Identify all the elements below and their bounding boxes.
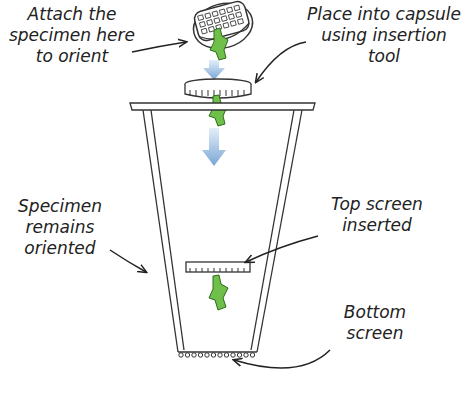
grid-cell <box>198 15 204 21</box>
screen-tick <box>208 90 209 96</box>
capsule <box>130 103 315 352</box>
grid-cell <box>219 9 225 15</box>
screen-tick <box>232 268 233 272</box>
callout-label: Place into capsule using insertion tool <box>306 4 462 67</box>
grid-cell <box>201 28 207 34</box>
grid-cell <box>236 12 242 18</box>
flow-arrow <box>202 128 226 166</box>
screen-hole <box>198 353 202 357</box>
screen-tick <box>238 268 239 272</box>
leader-lines <box>110 42 330 368</box>
grid-cell <box>227 7 233 13</box>
screen-tick <box>190 90 191 96</box>
screen-tick <box>220 90 221 96</box>
grid-cell <box>212 11 218 17</box>
callout-label: Specimen remains oriented <box>8 196 112 259</box>
grid-cell <box>205 13 211 19</box>
screen-hole <box>224 353 228 357</box>
screen-tick <box>244 268 245 272</box>
screen-tick <box>232 90 233 96</box>
screen-tick <box>220 268 221 272</box>
screen-hole <box>211 353 215 357</box>
screen-tick <box>214 90 215 96</box>
specimen <box>209 275 228 310</box>
screen-tick <box>244 90 245 96</box>
screen-tick <box>226 268 227 272</box>
screen-tick <box>214 268 215 272</box>
screen-hole <box>250 353 254 357</box>
screen-hole <box>237 353 241 357</box>
top-screen <box>186 262 250 272</box>
screen-tick <box>226 90 227 96</box>
screen-tick <box>202 268 203 272</box>
screen-hole <box>205 353 209 357</box>
grid-cell <box>230 21 236 27</box>
screen-tick <box>208 268 209 272</box>
screen-tick <box>196 90 197 96</box>
screen-hole <box>179 353 183 357</box>
screen-tick <box>196 268 197 272</box>
screen-tick <box>190 268 191 272</box>
specimen <box>210 28 228 60</box>
grid-cell <box>223 23 229 29</box>
grid-cell <box>214 18 220 24</box>
screen-hole <box>244 353 248 357</box>
grid-cell <box>228 14 234 20</box>
callout-label: Bottom screen <box>330 302 420 344</box>
flow-arrow <box>203 60 225 80</box>
callout-label: Attach the specimen here to orient <box>2 4 142 67</box>
screen-hole <box>185 353 189 357</box>
screen-tick <box>238 90 239 96</box>
bottom-screen <box>179 353 255 357</box>
screen-hole <box>231 353 235 357</box>
screen-hole <box>192 353 196 357</box>
grid-cell <box>199 22 205 28</box>
grid-cell <box>237 19 243 25</box>
screen-tick <box>202 90 203 96</box>
callout-label: Top screen inserted <box>318 194 436 236</box>
grid-cell <box>221 16 227 22</box>
grid-cell <box>234 5 240 11</box>
screen-hole <box>218 353 222 357</box>
grid-cell <box>207 20 213 26</box>
